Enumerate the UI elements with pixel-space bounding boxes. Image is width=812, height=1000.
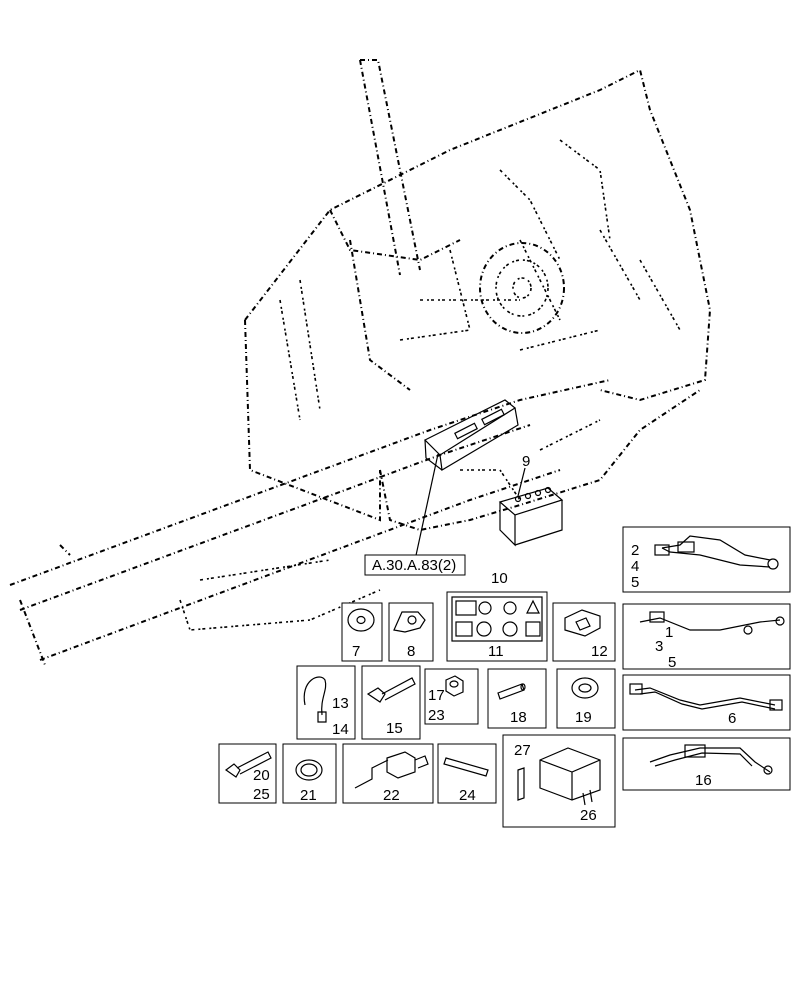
battery-illustration [498, 467, 564, 547]
part-number-16: 16 [695, 772, 712, 789]
battery-tray [423, 399, 519, 471]
part-number-8: 8 [407, 643, 415, 660]
part-number-12: 12 [591, 643, 608, 660]
part-number-23: 23 [428, 707, 445, 724]
part-number-10: 10 [491, 570, 508, 587]
part-number-15: 15 [386, 720, 403, 737]
part-box-18[interactable]: 18 [487, 668, 547, 729]
reference-leader-line [414, 453, 439, 561]
part-box-26-27[interactable]: 27 26 [502, 734, 616, 828]
part-box-24[interactable]: 24 [437, 743, 497, 804]
reference-label[interactable]: A.30.A.83(2) [372, 557, 456, 574]
cable-box-d[interactable]: 16 [622, 737, 791, 791]
part-number-17: 17 [428, 687, 445, 704]
part-number-24: 24 [459, 787, 476, 804]
cable-box-b[interactable]: 1 3 5 [622, 603, 791, 671]
part-number-14: 14 [332, 721, 349, 738]
part-box-12[interactable]: 12 [552, 602, 616, 662]
part-box-19[interactable]: 19 [556, 668, 616, 729]
cable-box-c[interactable]: 6 [622, 674, 791, 731]
part-number-6: 6 [728, 710, 736, 727]
part-number-5b: 5 [668, 654, 676, 671]
tractor-frame-illustration [9, 59, 712, 666]
part-box-22[interactable]: 22 [342, 743, 434, 804]
part-number-9: 9 [522, 453, 530, 470]
part-number-26: 26 [580, 807, 597, 824]
part-box-21[interactable]: 21 [282, 743, 337, 804]
part-number-27: 27 [514, 742, 531, 759]
part-number-2: 2 [631, 542, 639, 559]
reference-label-box[interactable] [364, 554, 466, 576]
part-number-7: 7 [352, 643, 360, 660]
part-number-5: 5 [631, 574, 639, 591]
part-number-25: 25 [253, 786, 270, 803]
part-number-19: 19 [575, 709, 592, 726]
part-number-13: 13 [332, 695, 349, 712]
part-number-11: 11 [488, 643, 504, 660]
part-number-4: 4 [631, 558, 639, 575]
part-box-20-25[interactable]: 20 25 [218, 743, 277, 804]
part-box-11[interactable]: 11 [446, 591, 548, 662]
part-number-18: 18 [510, 709, 527, 726]
part-number-3: 3 [655, 638, 663, 655]
part-number-21: 21 [300, 787, 317, 804]
part-number-1: 1 [665, 624, 673, 641]
part-number-22: 22 [383, 787, 400, 804]
part-box-15[interactable]: 15 [361, 665, 421, 740]
part-box-7[interactable]: 7 [341, 602, 383, 662]
part-number-20: 20 [253, 767, 270, 784]
part-box-8[interactable]: 8 [388, 602, 434, 662]
cable-box-a[interactable]: 2 4 5 [622, 526, 791, 593]
part-box-13-14[interactable]: 13 14 [296, 665, 356, 740]
part-box-17-23[interactable]: 17 23 [424, 668, 479, 725]
